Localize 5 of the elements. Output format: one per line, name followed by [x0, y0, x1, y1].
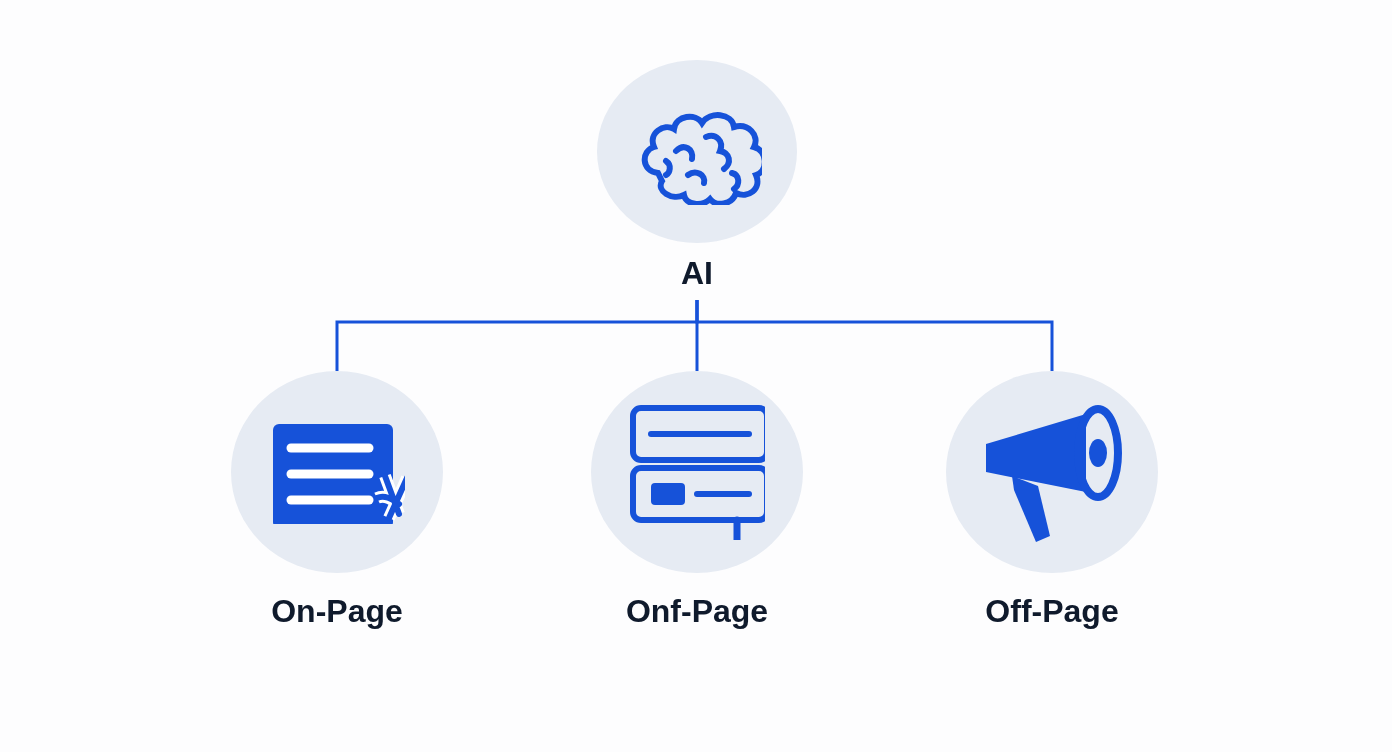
node-label: On-Page: [271, 593, 403, 630]
connector-line: [695, 300, 1054, 371]
node-label: Off-Page: [985, 593, 1119, 630]
node-label: AI: [681, 255, 713, 292]
node-label: Onf-Page: [625, 593, 769, 630]
